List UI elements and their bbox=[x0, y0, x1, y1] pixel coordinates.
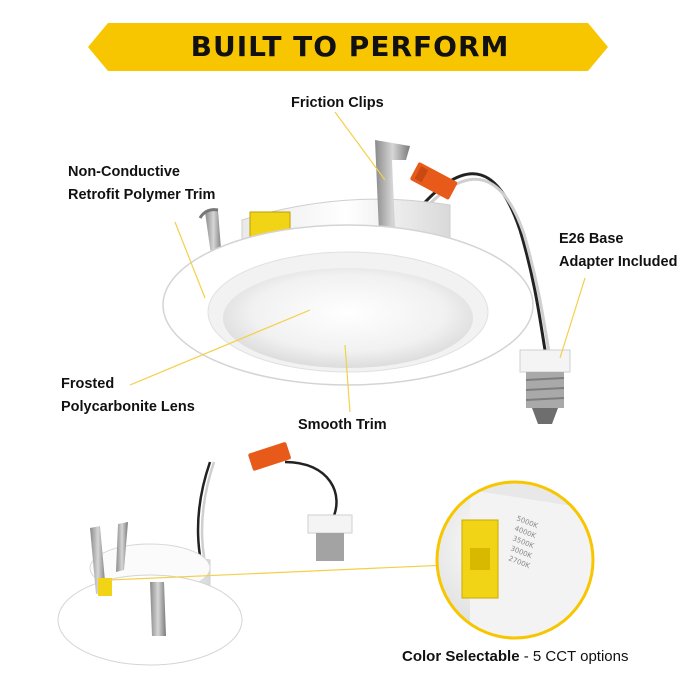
callout-leaders bbox=[129, 111, 586, 413]
label-polymer-trim-line2: Retrofit Polymer Trim bbox=[68, 187, 216, 203]
banner-arrow-shape bbox=[88, 23, 608, 71]
banner-title: BUILT TO PERFORM bbox=[190, 30, 510, 63]
title-banner bbox=[88, 23, 608, 71]
zoom-detail: 5000K 4000K 3500K 3000K 2700K bbox=[435, 480, 595, 640]
white-wire bbox=[418, 177, 551, 353]
main-fixture bbox=[162, 140, 571, 424]
label-lens-line2: Polycarbonite Lens bbox=[61, 399, 195, 415]
e26-base-adapter bbox=[519, 349, 571, 424]
caption-bold: Color Selectable bbox=[402, 648, 520, 665]
secondary-fixture bbox=[57, 442, 353, 666]
label-friction-clips: Friction Clips bbox=[291, 95, 384, 111]
orange-connector bbox=[410, 162, 458, 200]
label-smooth-trim: Smooth Trim bbox=[298, 417, 387, 433]
label-frosted-lens: Frosted Polycarbonite Lens bbox=[61, 373, 195, 419]
label-lens-line1: Frosted bbox=[61, 376, 115, 392]
color-selectable-caption: Color Selectable - 5 CCT options bbox=[402, 648, 628, 665]
label-e26-line2: Adapter Included bbox=[559, 254, 678, 270]
frosted-lens bbox=[223, 268, 473, 368]
label-e26-line1: E26 Base bbox=[559, 231, 624, 247]
caption-rest: - 5 CCT options bbox=[519, 648, 629, 665]
zoom-leader bbox=[109, 563, 471, 581]
label-polymer-trim: Non-Conductive Retrofit Polymer Trim bbox=[68, 161, 215, 207]
black-wire bbox=[416, 172, 547, 351]
label-polymer-trim-line1: Non-Conductive bbox=[68, 164, 180, 180]
cct-switch-small bbox=[98, 578, 112, 596]
label-e26-base: E26 Base Adapter Included bbox=[559, 228, 677, 274]
